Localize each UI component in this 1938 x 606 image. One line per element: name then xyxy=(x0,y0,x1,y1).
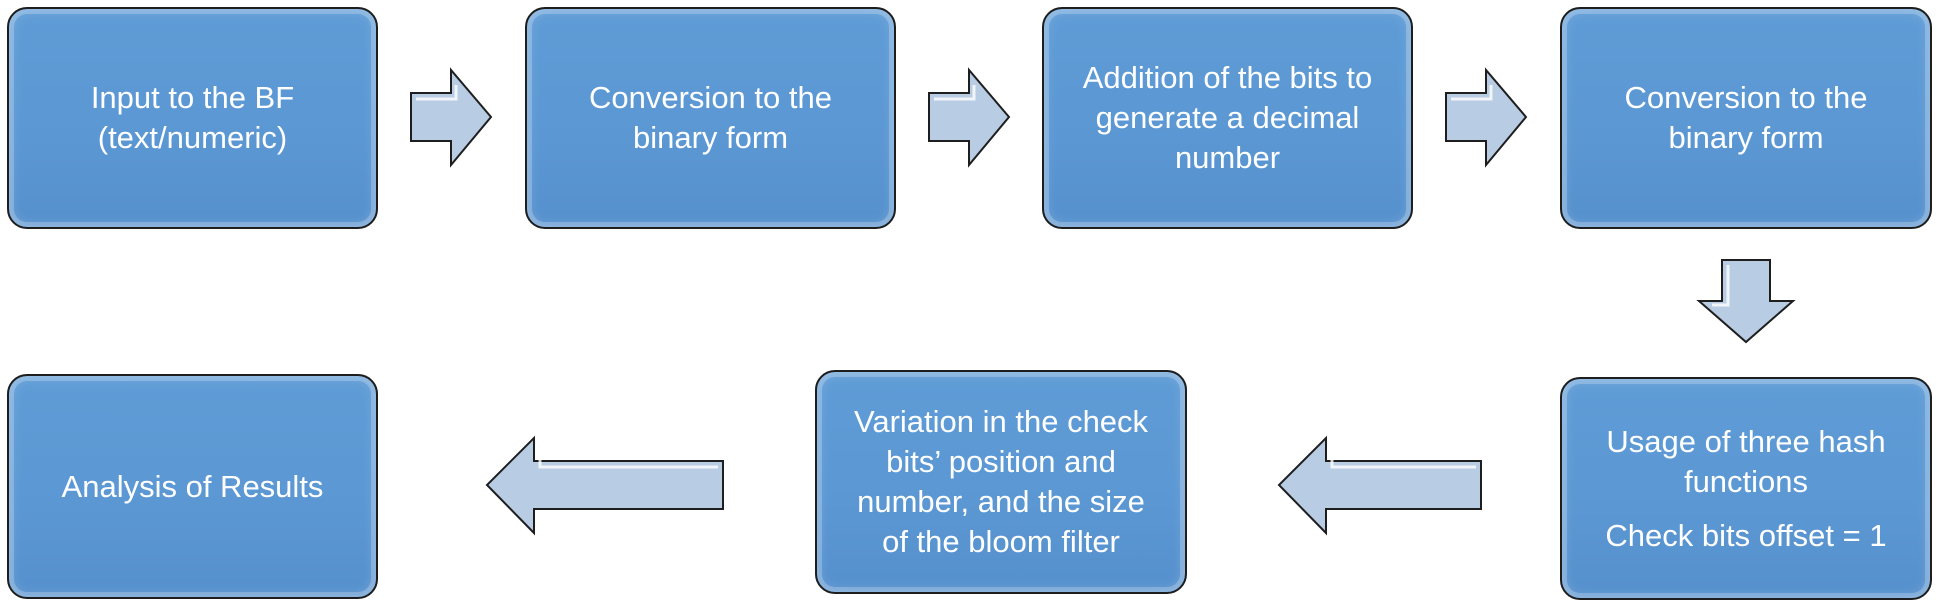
node-addition: Addition of the bits to generate a decim… xyxy=(1042,7,1413,229)
arrow-left-2 xyxy=(485,435,724,536)
node-analysis-line-1: Analysis of Results xyxy=(61,468,324,504)
node-hash-line-2: functions xyxy=(1683,463,1809,499)
node-hash-functions: Usage of three hash functions Check bits… xyxy=(1560,377,1932,600)
node-conversion-2-line-1: Conversion to the xyxy=(1624,80,1868,115)
node-variation-line-3: number, and the size xyxy=(857,484,1145,519)
node-variation-line-4: of the bloom filter xyxy=(882,524,1120,559)
node-variation-line-2: bits’ position and xyxy=(886,444,1116,479)
arrow-left-1 xyxy=(1277,435,1482,536)
node-hash-offset: Check bits offset = 1 xyxy=(1605,517,1887,553)
node-conversion-1-line-1: Conversion to the xyxy=(589,80,832,115)
arrow-right-1 xyxy=(410,67,493,168)
node-variation: Variation in the check bits’ position an… xyxy=(815,370,1187,594)
node-analysis: Analysis of Results xyxy=(7,374,378,599)
node-addition-line-2: generate a decimal xyxy=(1095,100,1360,135)
node-input-line-2: (text/numeric) xyxy=(97,120,288,155)
arrow-down xyxy=(1696,259,1796,344)
node-conversion-2-line-2: binary form xyxy=(1668,120,1824,155)
node-variation-line-1: Variation in the check xyxy=(853,404,1149,439)
node-conversion-2: Conversion to the binary form xyxy=(1560,7,1932,229)
arrow-right-2 xyxy=(928,67,1011,168)
node-hash-line-1: Usage of three hash xyxy=(1606,423,1886,459)
arrow-right-3 xyxy=(1445,67,1528,168)
node-conversion-1-line-2: binary form xyxy=(632,120,789,155)
node-input: Input to the BF (text/numeric) xyxy=(7,7,378,229)
node-input-line-1: Input to the BF xyxy=(90,80,295,115)
node-addition-line-1: Addition of the bits to xyxy=(1082,60,1373,95)
node-conversion-1: Conversion to the binary form xyxy=(525,7,896,229)
node-addition-line-3: number xyxy=(1174,140,1281,175)
